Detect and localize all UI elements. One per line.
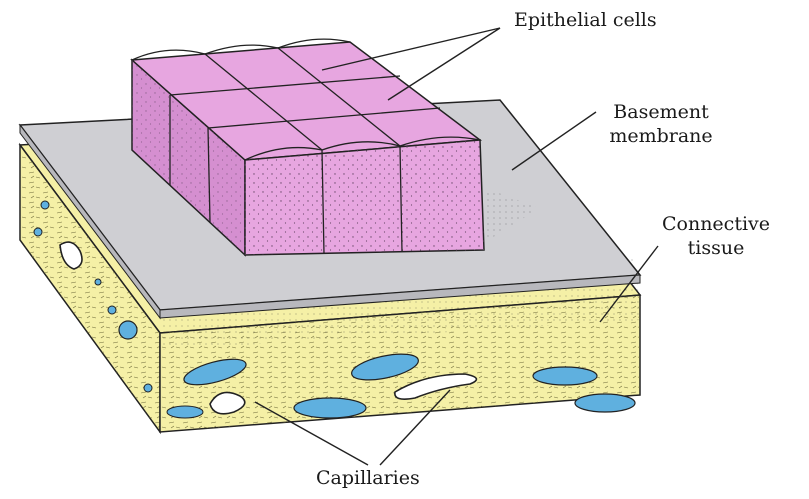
label-epithelial-cells: Epithelial cells bbox=[514, 8, 657, 32]
label-connective-line2: tissue bbox=[656, 236, 776, 260]
label-basement-line2: membrane bbox=[596, 124, 726, 148]
label-basement-line1: Basement bbox=[596, 100, 726, 124]
label-capillaries: Capillaries bbox=[316, 466, 420, 490]
label-connective-tissue: Connective tissue bbox=[656, 212, 776, 260]
label-connective-line1: Connective bbox=[656, 212, 776, 236]
label-basement-membrane: Basement membrane bbox=[596, 100, 726, 148]
